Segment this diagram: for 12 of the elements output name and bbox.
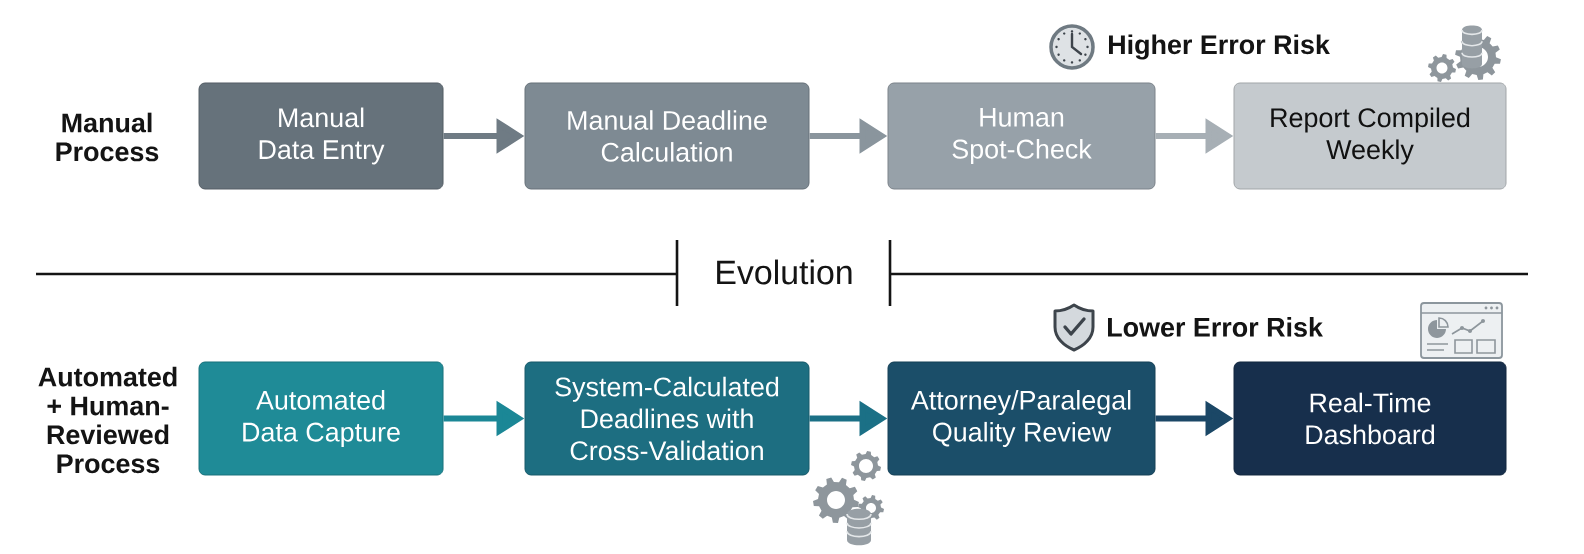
process-box: Report Compiled Weekly	[1233, 82, 1507, 190]
process-box: Real-Time Dashboard	[1233, 361, 1507, 476]
process-box: Manual Deadline Calculation	[524, 82, 810, 190]
process-box: Human Spot-Check	[887, 82, 1156, 190]
process-box: Manual Data Entry	[198, 82, 444, 190]
risk-label: Higher Error Risk	[1109, 34, 1330, 60]
row-label: Manual Process	[56, 112, 159, 162]
risk-label: Lower Error Risk	[1108, 317, 1323, 337]
process-box: Automated Data Capture	[198, 361, 444, 476]
process-box: Attorney/Paralegal Quality Review	[887, 361, 1156, 476]
divider-label: Evolution	[717, 259, 852, 285]
process-box: System-Calculated Deadlines with Cross-Validation	[524, 361, 810, 476]
